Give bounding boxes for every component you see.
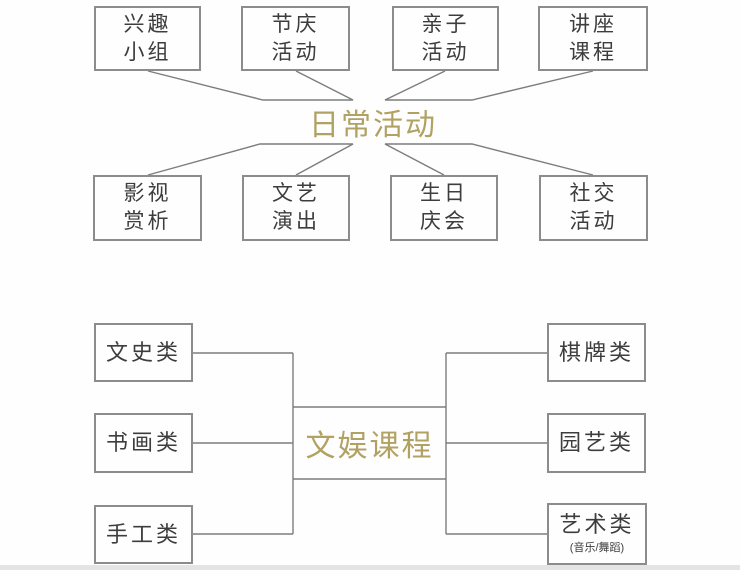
node-label: 生日 — [420, 182, 468, 205]
entertainment-courses-title: 文娱课程 — [305, 430, 434, 463]
node-label: 书画类 — [105, 430, 181, 455]
node-label: 园艺类 — [558, 430, 634, 455]
node-label: 赏析 — [123, 210, 172, 233]
node-label: 活动 — [569, 210, 618, 233]
node-label: 讲座 — [569, 12, 617, 36]
bottom-divider — [0, 565, 740, 570]
node-label: 活动 — [421, 40, 470, 64]
node-label: 文史类 — [105, 339, 181, 365]
node-festival-activities: 节庆 活动 — [241, 6, 350, 71]
node-birthday-celebration: 生日 庆会 — [390, 175, 498, 241]
node-label: 兴趣 — [123, 12, 172, 36]
node-label: 亲子 — [421, 12, 470, 36]
node-film-appreciation: 影视 赏析 — [93, 175, 202, 241]
node-label: 小组 — [123, 40, 172, 64]
node-gardening: 园艺类 — [547, 413, 646, 473]
node-sublabel: (音乐/舞蹈) — [569, 542, 625, 554]
node-label: 课程 — [569, 40, 617, 64]
node-lecture-courses: 讲座 课程 — [538, 6, 648, 71]
daily-activities-title: 日常活动 — [309, 109, 437, 142]
node-handicraft: 手工类 — [94, 505, 193, 564]
node-label: 社交 — [569, 182, 618, 205]
node-calligraphy-painting: 书画类 — [94, 413, 193, 473]
node-label: 活动 — [271, 40, 320, 64]
node-label: 庆会 — [420, 210, 468, 233]
node-label: 节庆 — [271, 12, 320, 36]
node-label: 手工类 — [105, 521, 181, 547]
node-literature-history: 文史类 — [94, 323, 193, 382]
node-label: 棋牌类 — [558, 339, 634, 365]
node-label: 影视 — [123, 182, 172, 205]
node-label: 文艺 — [272, 182, 320, 205]
node-parent-child-activities: 亲子 活动 — [392, 6, 499, 71]
node-label: 艺术类 — [559, 512, 635, 537]
node-chess-cards: 棋牌类 — [547, 323, 646, 382]
node-social-activities: 社交 活动 — [539, 175, 648, 241]
node-art-performance: 文艺 演出 — [242, 175, 350, 241]
node-interest-group: 兴趣 小组 — [94, 6, 201, 71]
node-label: 演出 — [272, 210, 320, 233]
node-arts: 艺术类 (音乐/舞蹈) — [547, 503, 647, 565]
